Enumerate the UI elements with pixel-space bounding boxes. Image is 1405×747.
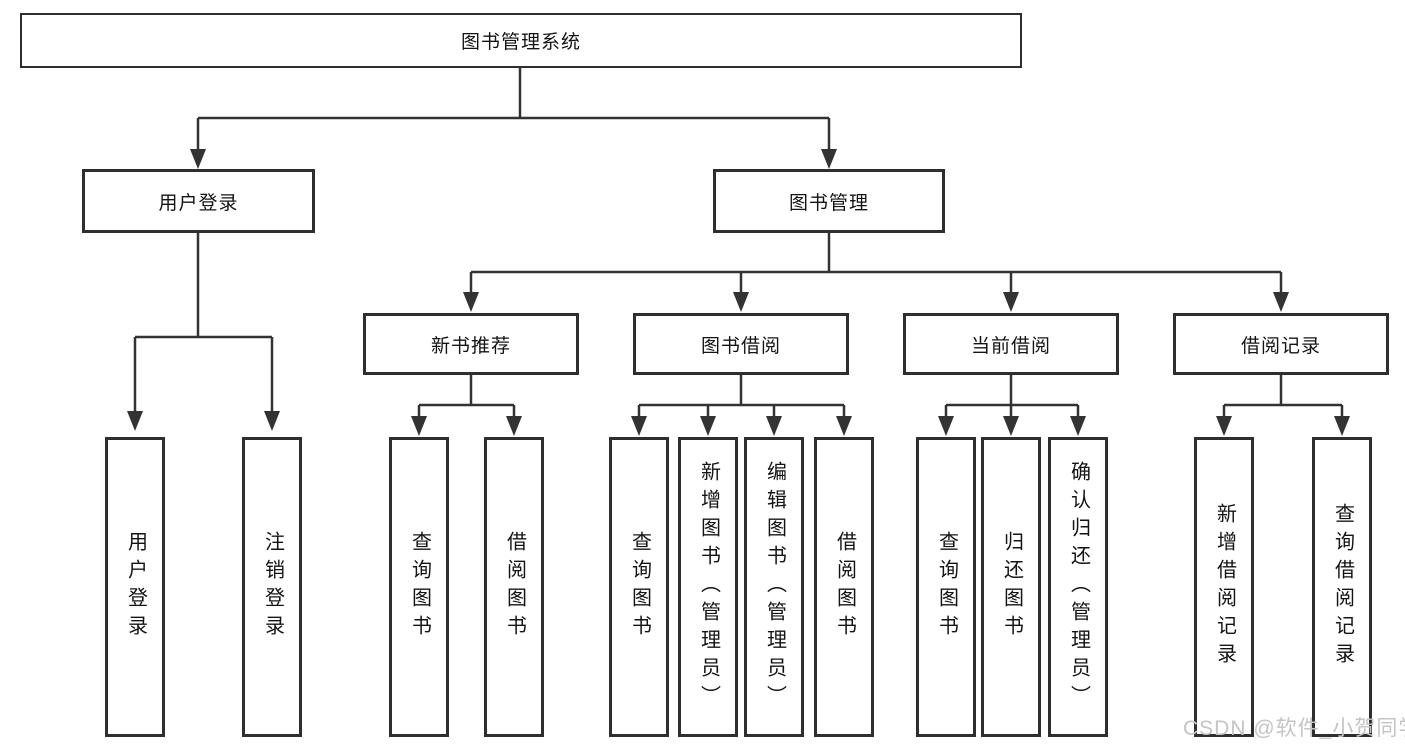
node-book-management: 图书管理 xyxy=(713,169,945,233)
csdn-watermark: CSDN @软件_小贺同学 xyxy=(1183,717,1405,740)
leaf-label: 新增借阅记录 xyxy=(1213,503,1236,671)
node-new-book-recommendation: 新书推荐 xyxy=(363,313,579,375)
leaf-label: 借阅图书 xyxy=(833,531,856,643)
leaf-borrow-books: 借阅图书 xyxy=(814,437,874,737)
leaf-query-books-borrow: 查询图书 xyxy=(609,437,669,737)
leaf-label: 确认归还（管理员） xyxy=(1067,461,1090,713)
node-borrowing-records: 借阅记录 xyxy=(1173,313,1389,375)
arrowheads xyxy=(127,149,1350,436)
leaf-query-books-current: 查询图书 xyxy=(916,437,976,737)
leaf-label: 用户登录 xyxy=(124,531,147,643)
tree-edges xyxy=(133,68,1344,420)
leaf-label: 注销登录 xyxy=(261,531,284,643)
leaf-label: 查询图书 xyxy=(935,531,958,643)
leaf-query-books-recommend: 查询图书 xyxy=(389,437,449,737)
node-book-borrowing: 图书借阅 xyxy=(633,313,849,375)
leaf-label: 查询借阅记录 xyxy=(1331,503,1354,671)
leaf-label: 查询图书 xyxy=(408,531,431,643)
leaf-borrow-books-recommend: 借阅图书 xyxy=(484,437,544,737)
leaf-label: 新增图书（管理员） xyxy=(697,461,720,713)
leaf-confirm-return-admin: 确认归还（管理员） xyxy=(1048,437,1108,737)
leaf-edit-books-admin: 编辑图书（管理员） xyxy=(744,437,804,737)
leaf-label: 归还图书 xyxy=(1000,531,1023,643)
leaf-query-borrow-record: 查询借阅记录 xyxy=(1312,437,1372,737)
leaf-add-books-admin: 新增图书（管理员） xyxy=(678,437,738,737)
node-user-login: 用户登录 xyxy=(82,169,315,233)
leaf-label: 查询图书 xyxy=(628,531,651,643)
node-library-management-system: 图书管理系统 xyxy=(20,13,1022,68)
leaf-return-books: 归还图书 xyxy=(981,437,1041,737)
leaf-user-login: 用户登录 xyxy=(105,437,165,737)
leaf-label: 借阅图书 xyxy=(503,531,526,643)
node-current-borrowing: 当前借阅 xyxy=(903,313,1119,375)
leaf-label: 编辑图书（管理员） xyxy=(763,461,786,713)
leaf-add-borrow-record: 新增借阅记录 xyxy=(1194,437,1254,737)
leaf-logout: 注销登录 xyxy=(242,437,302,737)
